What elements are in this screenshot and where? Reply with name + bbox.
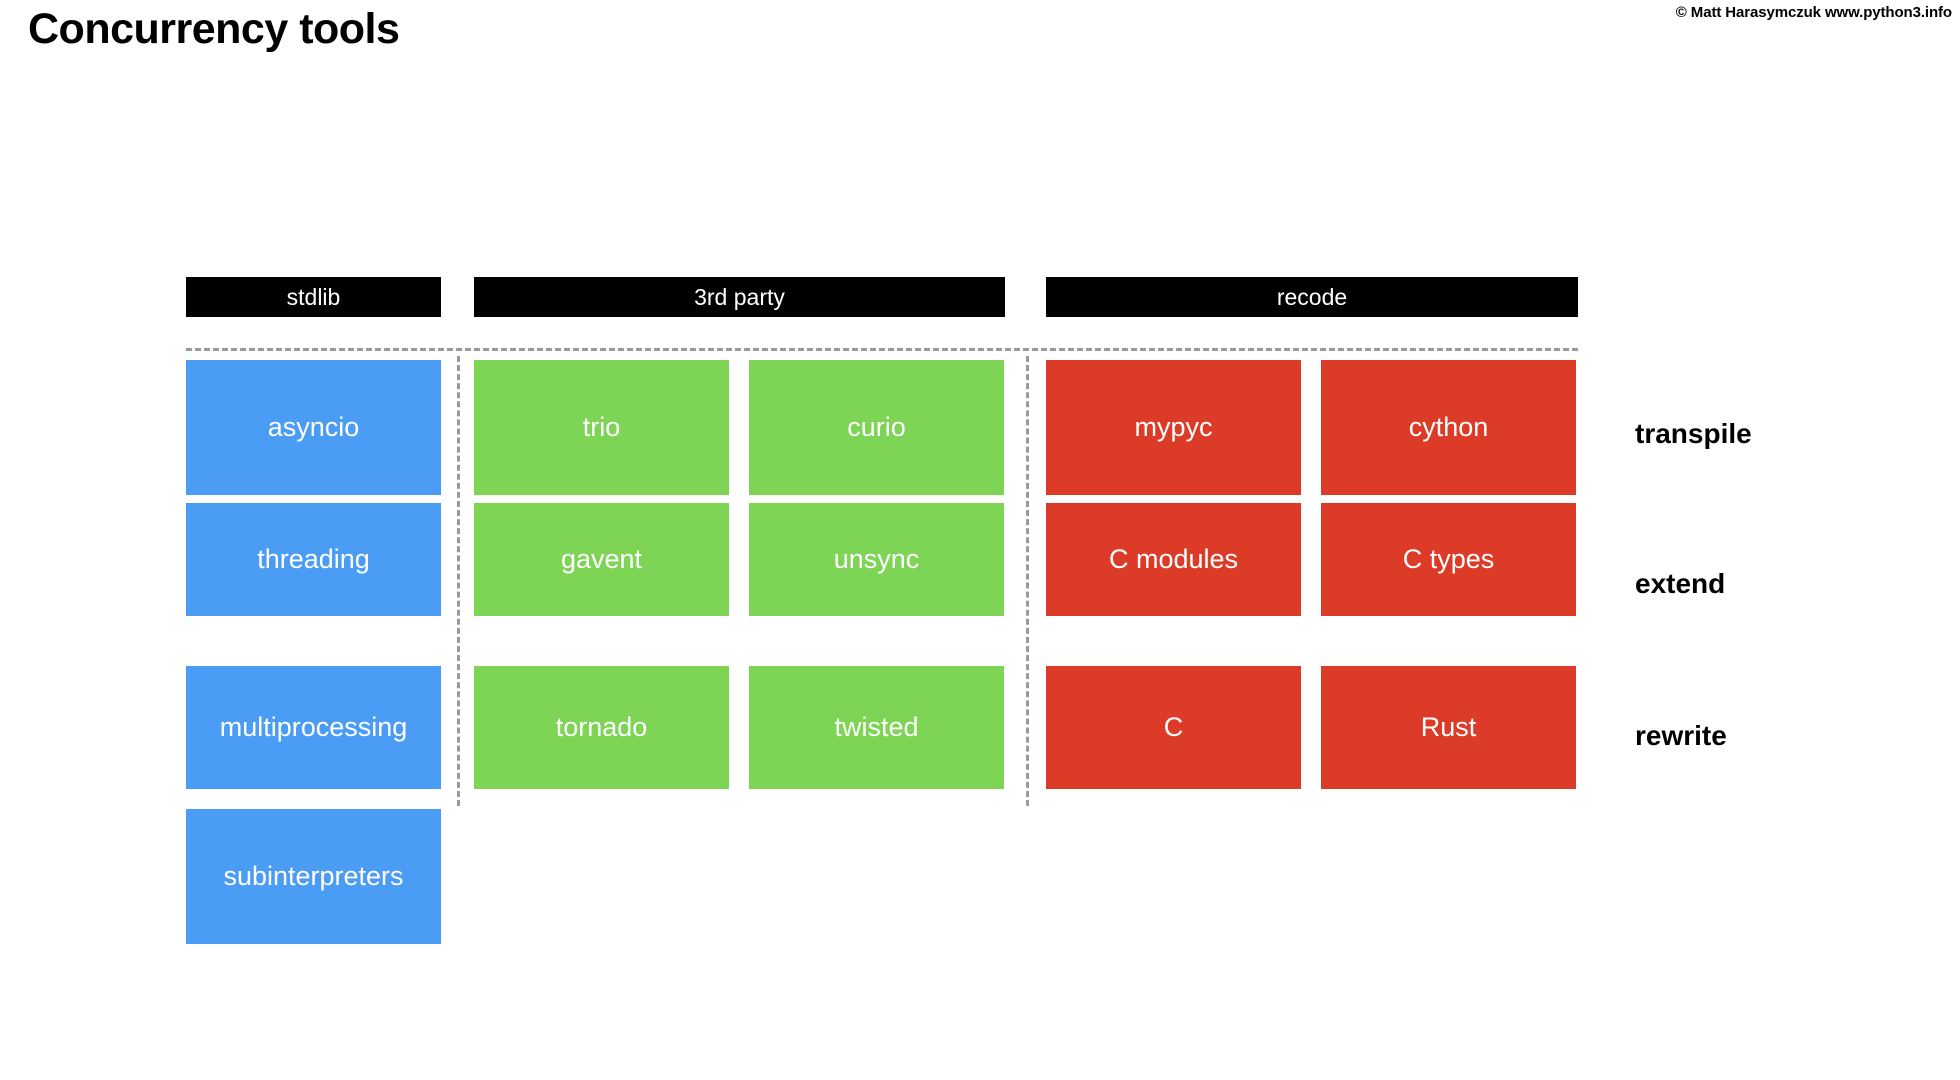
tile-c[interactable]: C bbox=[1046, 666, 1301, 789]
tile-rust[interactable]: Rust bbox=[1321, 666, 1576, 789]
column-header-recode: recode bbox=[1046, 277, 1578, 317]
slide-title: Concurrency tools bbox=[28, 5, 400, 53]
tile-asyncio[interactable]: asyncio bbox=[186, 360, 441, 495]
vertical-dashed-separator-2 bbox=[1026, 356, 1029, 806]
tile-twisted[interactable]: twisted bbox=[749, 666, 1004, 789]
tile-mypyc[interactable]: mypyc bbox=[1046, 360, 1301, 495]
row-label-transpile: transpile bbox=[1635, 418, 1752, 449]
row-label-rewrite: rewrite bbox=[1635, 720, 1727, 751]
tile-c-types[interactable]: C types bbox=[1321, 503, 1576, 616]
tile-cython[interactable]: cython bbox=[1321, 360, 1576, 495]
tile-c-modules[interactable]: C modules bbox=[1046, 503, 1301, 616]
column-header-stdlib: stdlib bbox=[186, 277, 441, 317]
tile-trio[interactable]: trio bbox=[474, 360, 729, 495]
tile-curio[interactable]: curio bbox=[749, 360, 1004, 495]
column-header-3rd-party: 3rd party bbox=[474, 277, 1005, 317]
tile-threading[interactable]: threading bbox=[186, 503, 441, 616]
tile-multiprocessing[interactable]: multiprocessing bbox=[186, 666, 441, 789]
tile-unsync[interactable]: unsync bbox=[749, 503, 1004, 616]
vertical-dashed-separator-1 bbox=[457, 356, 460, 806]
tile-tornado[interactable]: tornado bbox=[474, 666, 729, 789]
tile-subinterpreters[interactable]: subinterpreters bbox=[186, 809, 441, 944]
copyright-notice: © Matt Harasymczuk www.python3.info bbox=[1675, 4, 1952, 21]
tile-gavent[interactable]: gavent bbox=[474, 503, 729, 616]
row-label-extend: extend bbox=[1635, 568, 1726, 599]
horizontal-dashed-separator bbox=[186, 348, 1578, 351]
